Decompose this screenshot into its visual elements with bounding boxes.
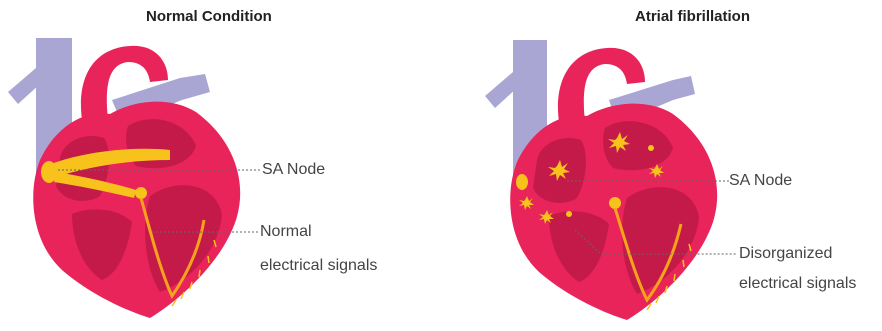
av-node-marker: [135, 187, 147, 199]
signals-label-line2: electrical signals: [739, 272, 856, 296]
signals-label-line1: Disorganized: [739, 242, 832, 266]
sa-node-marker: [41, 161, 57, 183]
signals-label-line1: Normal: [260, 220, 312, 244]
atrial-fibrillation-panel: Atrial fibrillation SA Node Disorg: [441, 0, 882, 331]
sa-node-label: SA Node: [729, 169, 792, 193]
signals-label-line2: electrical signals: [260, 254, 377, 278]
sa-node-label: SA Node: [262, 158, 325, 182]
av-node-marker: [609, 197, 621, 209]
normal-condition-panel: Normal Condition SA Node Normal electric…: [0, 0, 441, 331]
normal-heart-illustration: [0, 0, 441, 331]
sa-node-marker: [516, 174, 528, 190]
